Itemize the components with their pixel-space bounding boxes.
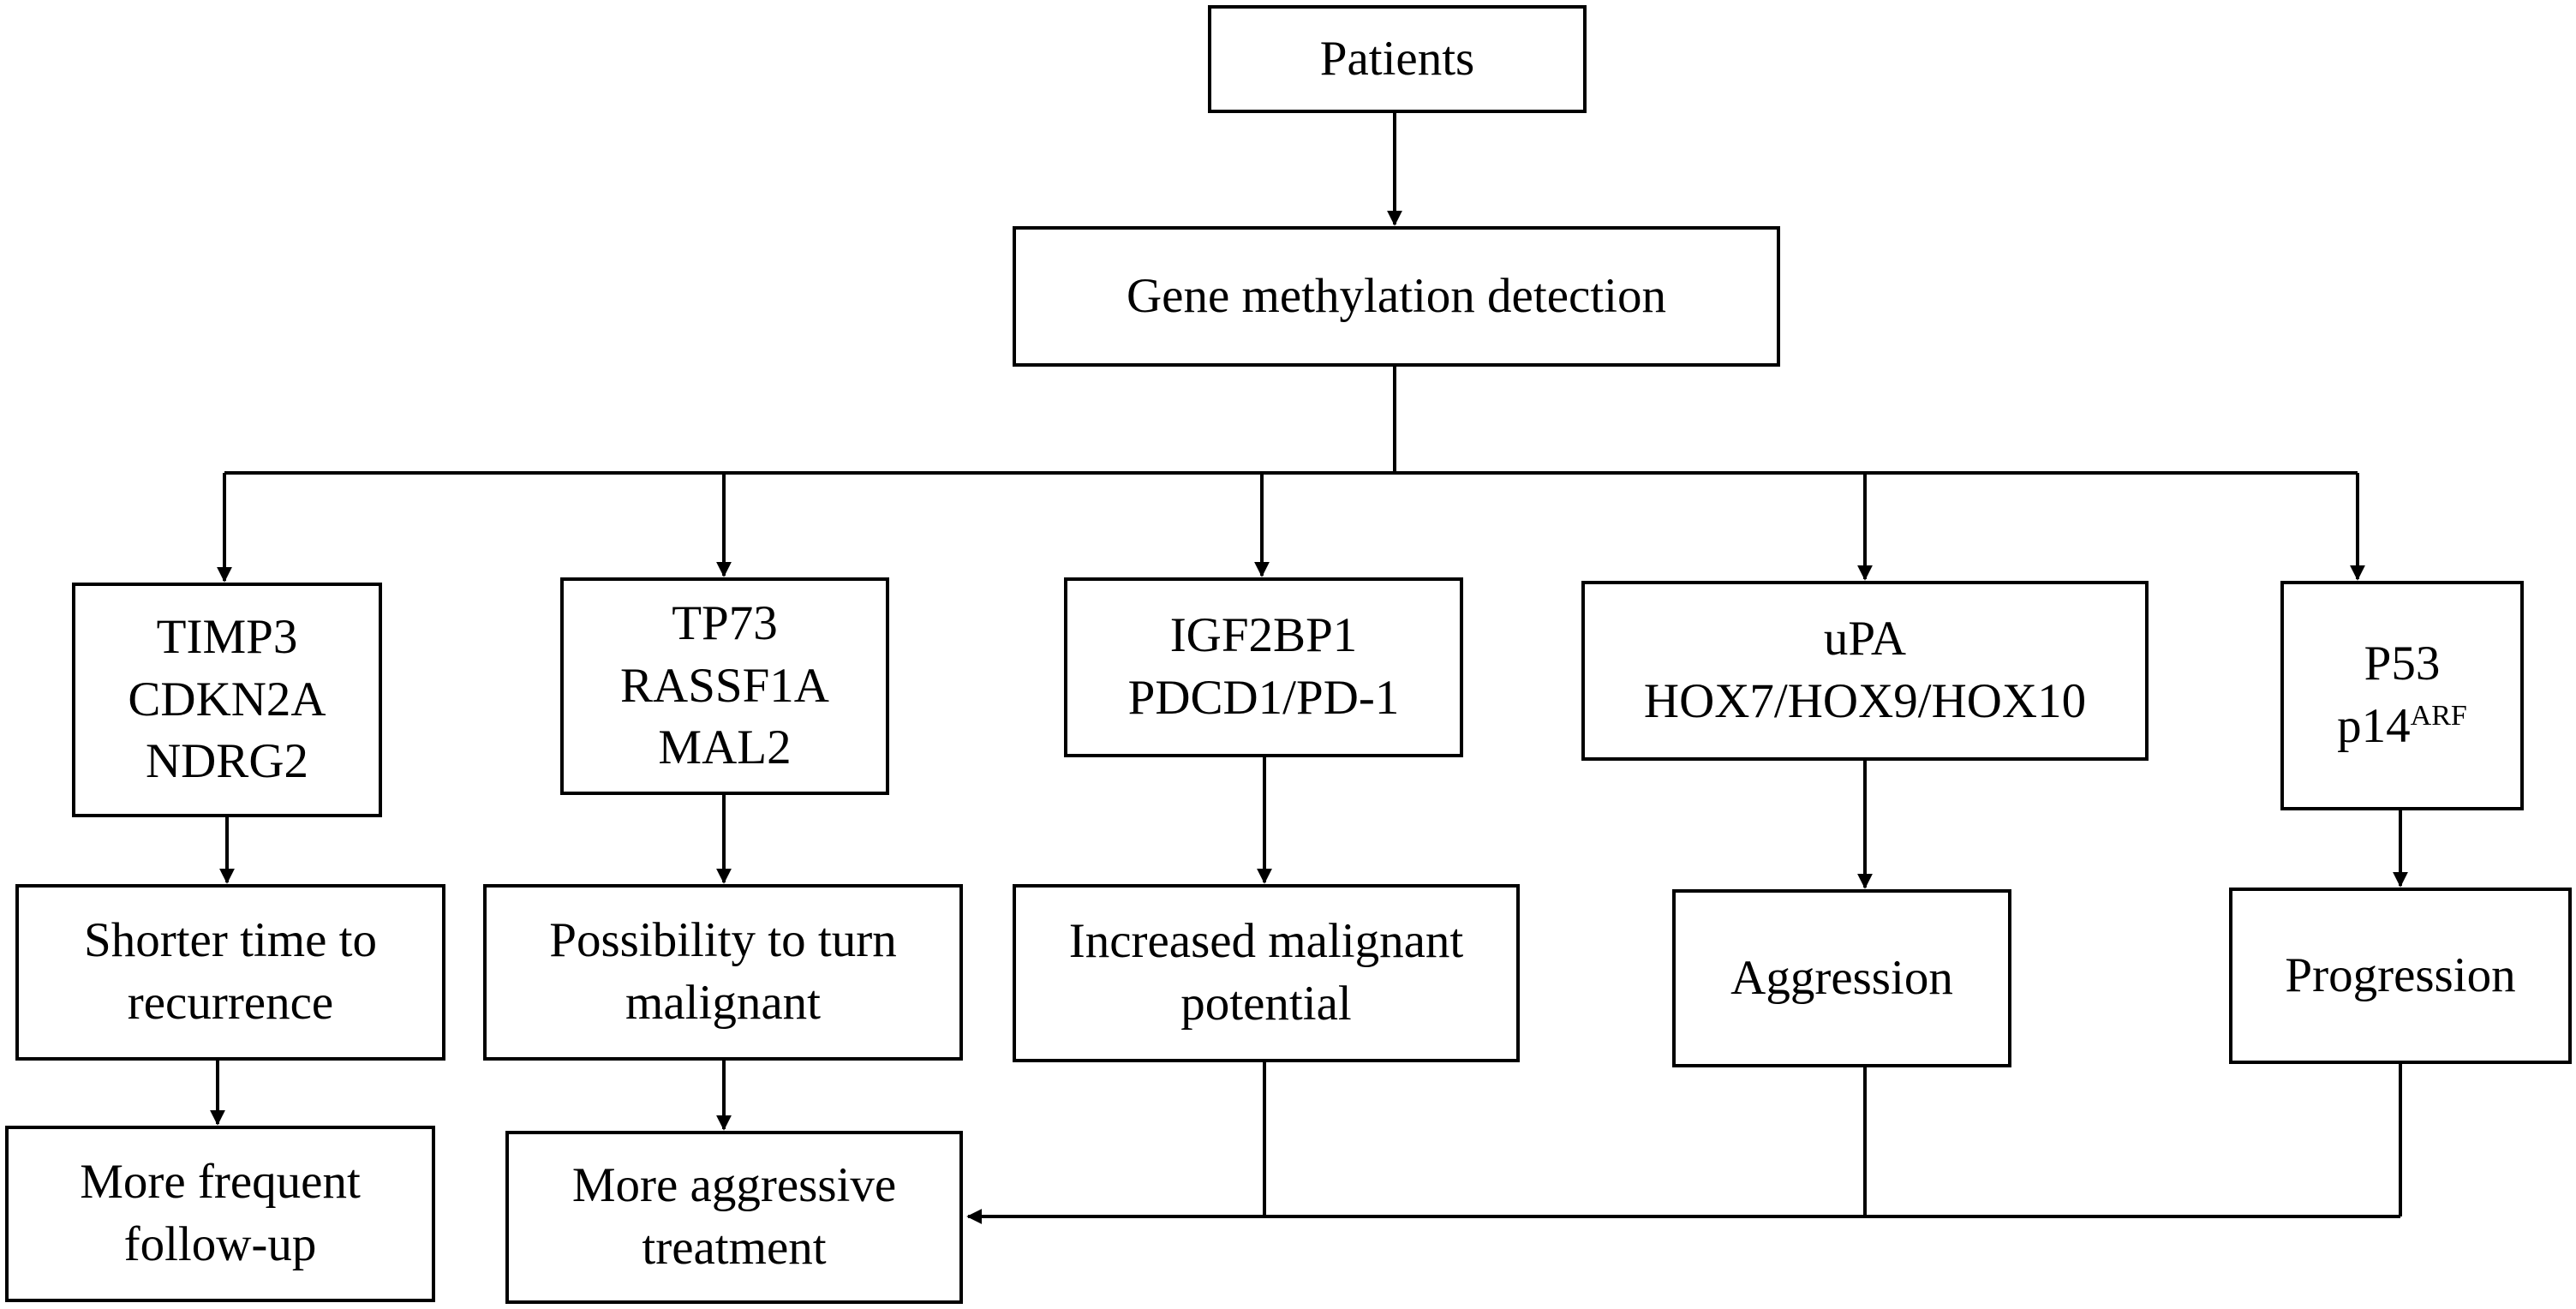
outcome-box-malignant: Possibility to turn malignant [483, 884, 963, 1061]
action-box-aggressive-treatment: More aggressive treatment [505, 1131, 963, 1304]
patients-box: Patients [1208, 5, 1587, 113]
outcome-box-malignant-potential: Increased malignant potential [1013, 884, 1520, 1062]
gene-box-tp73: TP73 RASSF1A MAL2 [560, 577, 889, 795]
gene-box-igf2bp1: IGF2BP1 PDCD1/PD-1 [1064, 577, 1463, 757]
gene-name-with-superscript: p14ARF [2337, 696, 2467, 758]
outcome-text: Shorter time to [84, 913, 377, 968]
action-box-follow-up: More frequent follow-up [5, 1126, 435, 1302]
gene-name: NDRG2 [145, 734, 308, 789]
outcome-box-progression: Progression [2229, 888, 2572, 1064]
outcome-text: Aggression [1730, 950, 1953, 1005]
detection-label: Gene methylation detection [1127, 268, 1666, 323]
gene-name: MAL2 [658, 720, 792, 775]
gene-box-upa: uPA HOX7/HOX9/HOX10 [1581, 581, 2149, 761]
outcome-text: recurrence [127, 976, 334, 1030]
outcome-text: Increased malignant [1068, 914, 1464, 969]
action-text: treatment [642, 1221, 827, 1275]
gene-box-timp3: TIMP3 CDKN2A NDRG2 [72, 583, 382, 817]
gene-name: TIMP3 [156, 609, 298, 664]
action-text: More aggressive [571, 1158, 897, 1213]
gene-name: RASSF1A [620, 658, 829, 713]
outcome-text: malignant [625, 976, 821, 1030]
gene-box-p53: P53 p14ARF [2280, 581, 2524, 810]
gene-name: P53 [2364, 637, 2441, 691]
action-text: follow-up [123, 1217, 317, 1271]
outcome-box-aggression: Aggression [1672, 889, 2011, 1067]
patients-label: Patients [1319, 31, 1475, 86]
outcome-text: Progression [2285, 947, 2516, 1002]
action-text: More frequent [80, 1155, 361, 1210]
gene-superscript: ARF [2410, 700, 2467, 732]
gene-name: IGF2BP1 [1169, 608, 1358, 663]
gene-name: PDCD1/PD-1 [1127, 671, 1400, 725]
gene-name: uPA [1823, 612, 1907, 666]
outcome-text: Possibility to turn [549, 913, 897, 968]
gene-base: p14 [2337, 699, 2411, 753]
gene-name: TP73 [672, 595, 778, 650]
outcome-box-recurrence: Shorter time to recurrence [15, 884, 445, 1061]
gene-methylation-detection-box: Gene methylation detection [1013, 226, 1780, 367]
outcome-text: potential [1180, 977, 1352, 1031]
gene-name: HOX7/HOX9/HOX10 [1643, 674, 2087, 728]
gene-name: CDKN2A [128, 672, 326, 726]
